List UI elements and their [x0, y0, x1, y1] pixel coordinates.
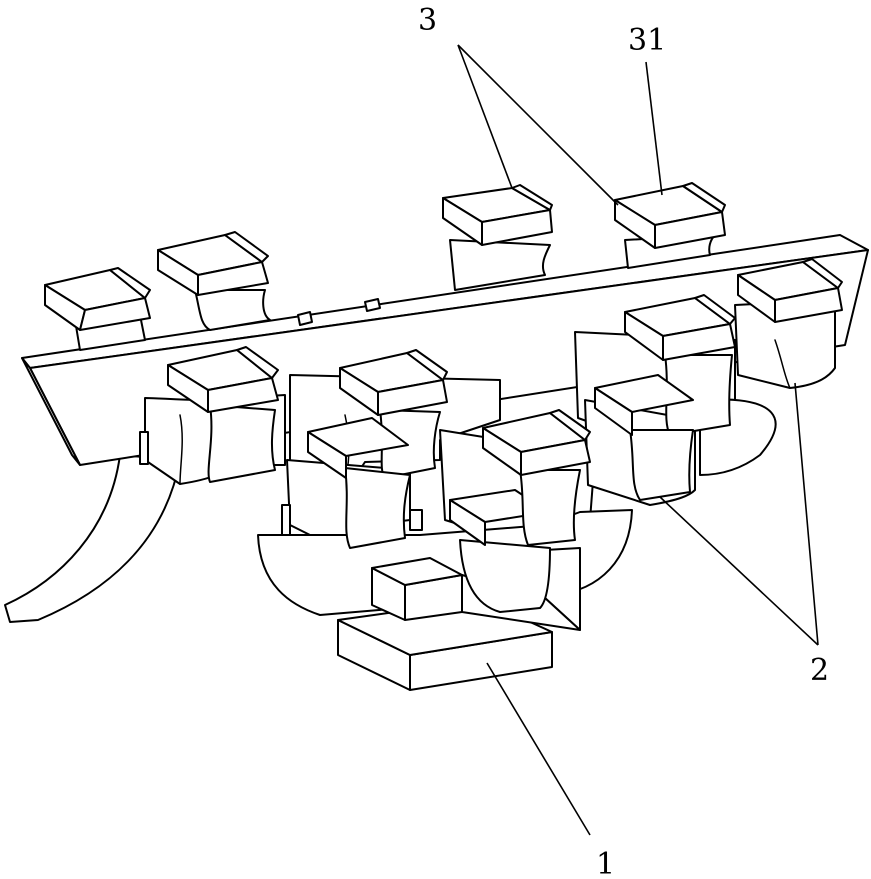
curved-arm [5, 455, 180, 622]
leader-2b [660, 497, 818, 645]
label-31: 31 [628, 23, 666, 58]
back-cup-3 [443, 185, 552, 290]
back-cup-4 [615, 183, 725, 268]
leader-2a [795, 383, 818, 645]
leader-3a [458, 45, 512, 188]
beam-tab-2 [365, 299, 380, 311]
label-2: 2 [810, 653, 829, 688]
beam-tab-1 [298, 312, 312, 325]
tab-mid [282, 505, 290, 535]
tab-left [140, 432, 148, 464]
leader-31 [646, 62, 662, 195]
leader-1 [487, 663, 590, 835]
back-cup-2 [158, 232, 270, 330]
label-3: 3 [418, 3, 437, 38]
back-cup-1 [45, 268, 150, 350]
label-1: 1 [596, 847, 615, 879]
leader-3b [458, 45, 618, 205]
tab-center [410, 510, 422, 530]
